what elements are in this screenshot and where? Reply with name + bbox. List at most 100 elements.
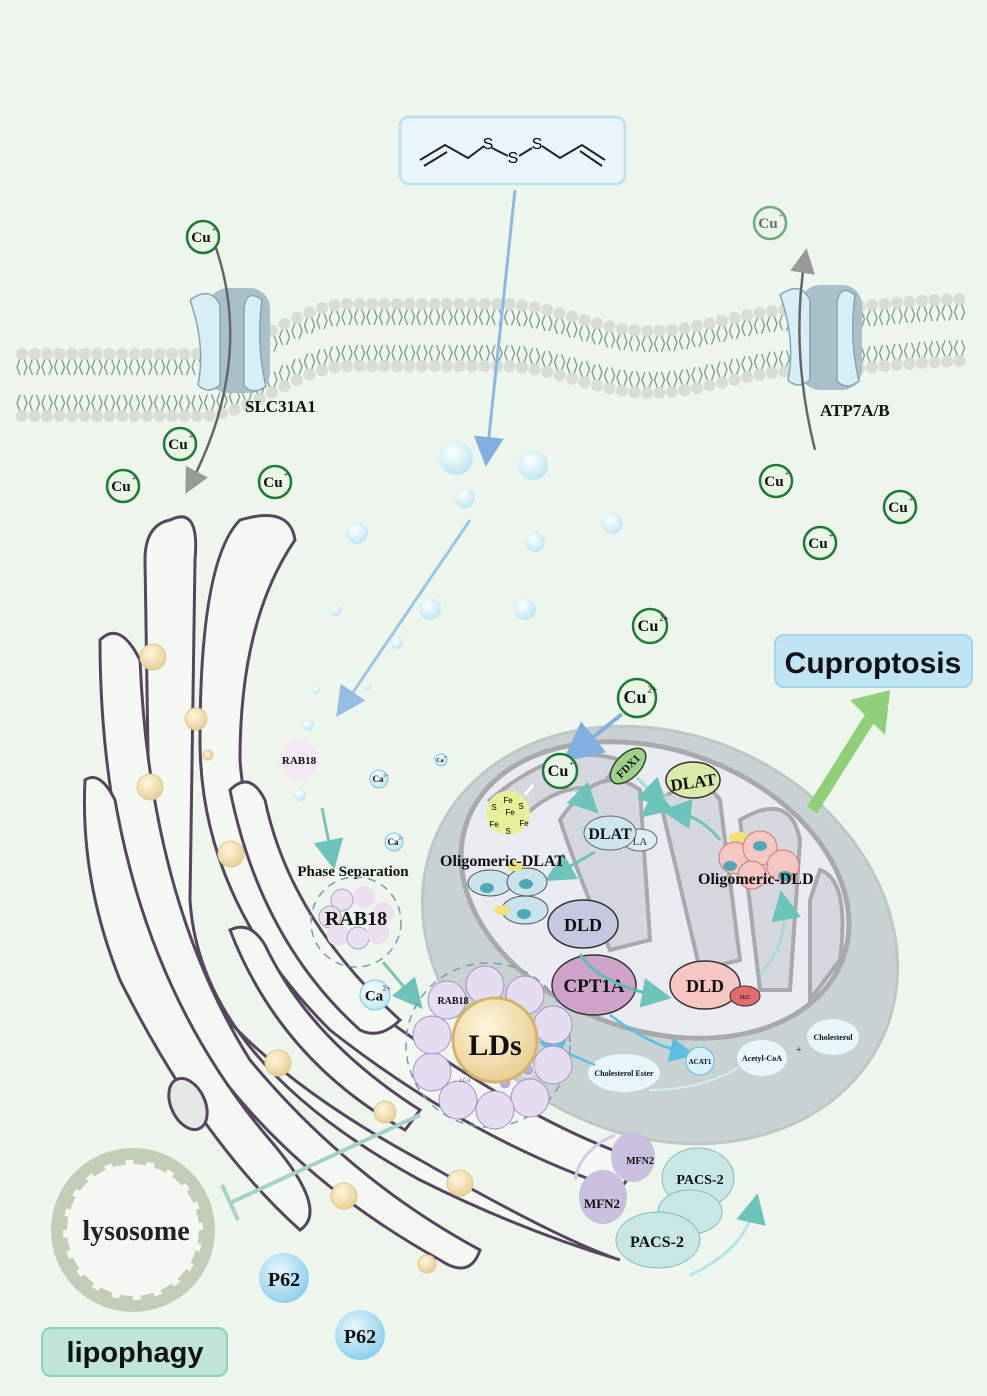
lipid-tail xyxy=(141,358,153,412)
lipid-head xyxy=(28,410,41,422)
lipid-tail xyxy=(678,333,691,386)
copper-ion-charge: + xyxy=(189,432,194,441)
cell-membrane xyxy=(16,293,966,422)
copper-ion-label: Cu xyxy=(191,229,211,246)
lipid-head xyxy=(453,298,466,310)
lipid-head xyxy=(616,384,628,397)
dld-protein: DLD xyxy=(547,899,619,949)
lipid-tail xyxy=(41,358,53,412)
lipid-head xyxy=(91,410,103,422)
lipid-head xyxy=(416,298,428,310)
lipid-head xyxy=(503,298,516,311)
cpt1a-label: CPT1A xyxy=(563,976,625,997)
lipid-head xyxy=(453,360,466,372)
lipid-head xyxy=(428,360,441,372)
lipid-head xyxy=(103,410,116,422)
lipid-head xyxy=(728,311,741,324)
dld-succinylation-arrow xyxy=(578,953,672,1008)
oligomeric-dlat-complex xyxy=(467,861,549,925)
cuproptosis-arrowhead xyxy=(850,690,890,735)
cuproptosis-arrow xyxy=(806,714,876,814)
acat1: ACAT1 xyxy=(685,1046,715,1076)
lipid-head xyxy=(541,366,553,379)
mfn2-label: MFN2 xyxy=(626,1156,654,1167)
calcium-ion-charge: 2+ xyxy=(384,772,389,777)
dlat-la-label: DLAT xyxy=(588,826,632,843)
vesicle-bubbles xyxy=(294,441,623,801)
copper-ion-charge: + xyxy=(132,474,137,483)
s-atom: S xyxy=(505,827,510,836)
slc31a1-label: SLC31A1 xyxy=(245,397,316,416)
lipid-head xyxy=(541,304,553,317)
acat1-label: ACAT1 xyxy=(689,1058,712,1066)
lipid-tail xyxy=(953,303,966,357)
lipid-head xyxy=(478,298,491,310)
lipid-tail xyxy=(553,317,566,371)
lipid-tail xyxy=(941,304,953,357)
dlat-lipoylation-arrow xyxy=(640,786,674,818)
lc3-label: LC-3 xyxy=(460,1079,471,1084)
lipid-head xyxy=(566,310,578,323)
acetyl-coa-to-ester-arrow xyxy=(649,1067,739,1091)
inhibition-bar xyxy=(220,1184,240,1221)
phase-separation-arrow xyxy=(313,807,344,870)
rab18-protein xyxy=(533,1045,573,1085)
atp7ab-label: ATP7A/B xyxy=(820,401,890,420)
condensate-to-ld-arrow xyxy=(381,961,423,1010)
lipid-head xyxy=(16,348,28,360)
suc-label: suc xyxy=(740,992,751,1001)
lipid-head xyxy=(253,392,266,405)
lipid-tail xyxy=(441,308,453,362)
copper-ion-charge: 2+ xyxy=(659,613,668,623)
lipid-head xyxy=(316,364,328,377)
cholesterol: Cholesterol xyxy=(807,1019,859,1055)
lipid-head xyxy=(666,385,678,398)
sulfur-atom: S xyxy=(508,150,519,167)
lipid-head xyxy=(153,410,166,422)
rab18-protein xyxy=(533,1005,573,1045)
lipid-head xyxy=(916,294,928,307)
lipid-head xyxy=(903,295,916,308)
lipid-head xyxy=(941,293,953,306)
copper-ion: Cu+ xyxy=(105,468,141,504)
lipid-head xyxy=(953,293,966,306)
lipid-tail xyxy=(578,324,591,378)
lipid-tail xyxy=(566,321,578,374)
copper-ion-charge: + xyxy=(569,758,574,768)
lipid-tail xyxy=(766,315,778,369)
lipid-head xyxy=(716,314,728,327)
lipid-head xyxy=(128,410,141,422)
lipid-head xyxy=(303,368,316,381)
calcium-ion-label: Ca xyxy=(365,988,384,1004)
lipid-head xyxy=(141,410,153,422)
lipid-tail xyxy=(453,308,466,362)
lipid-tail xyxy=(703,328,716,381)
vesicle-bubble xyxy=(302,719,314,731)
copper-ion-label: Cu xyxy=(888,499,908,516)
lipid-head xyxy=(53,410,66,422)
vesicle-bubble xyxy=(363,682,371,690)
lipid-head xyxy=(41,410,53,422)
copper-ion: Cu+ xyxy=(185,219,221,255)
lipid-head xyxy=(203,409,216,422)
rab18-ld-label: RAB18 xyxy=(437,996,468,1007)
lipid-tail xyxy=(741,319,753,373)
lipid-tail xyxy=(291,322,303,376)
lipid-head xyxy=(378,298,391,310)
dld-label: DLD xyxy=(564,915,602,935)
er-lipid-vesicle xyxy=(330,1182,358,1210)
lipid-head xyxy=(366,298,378,310)
copper-ion-charge: + xyxy=(212,225,217,234)
calcium-ion: Ca2+ xyxy=(434,753,448,767)
lipid-tail xyxy=(278,328,291,382)
lipid-tail xyxy=(28,358,41,412)
lipid-head xyxy=(153,348,166,360)
lipid-head xyxy=(703,317,716,330)
cholesterol-ester-label: Cholesterol Ester xyxy=(594,1069,654,1078)
copper-ion-charge: + xyxy=(909,495,914,504)
lipid-head xyxy=(341,298,353,311)
lipid-head xyxy=(616,322,628,335)
